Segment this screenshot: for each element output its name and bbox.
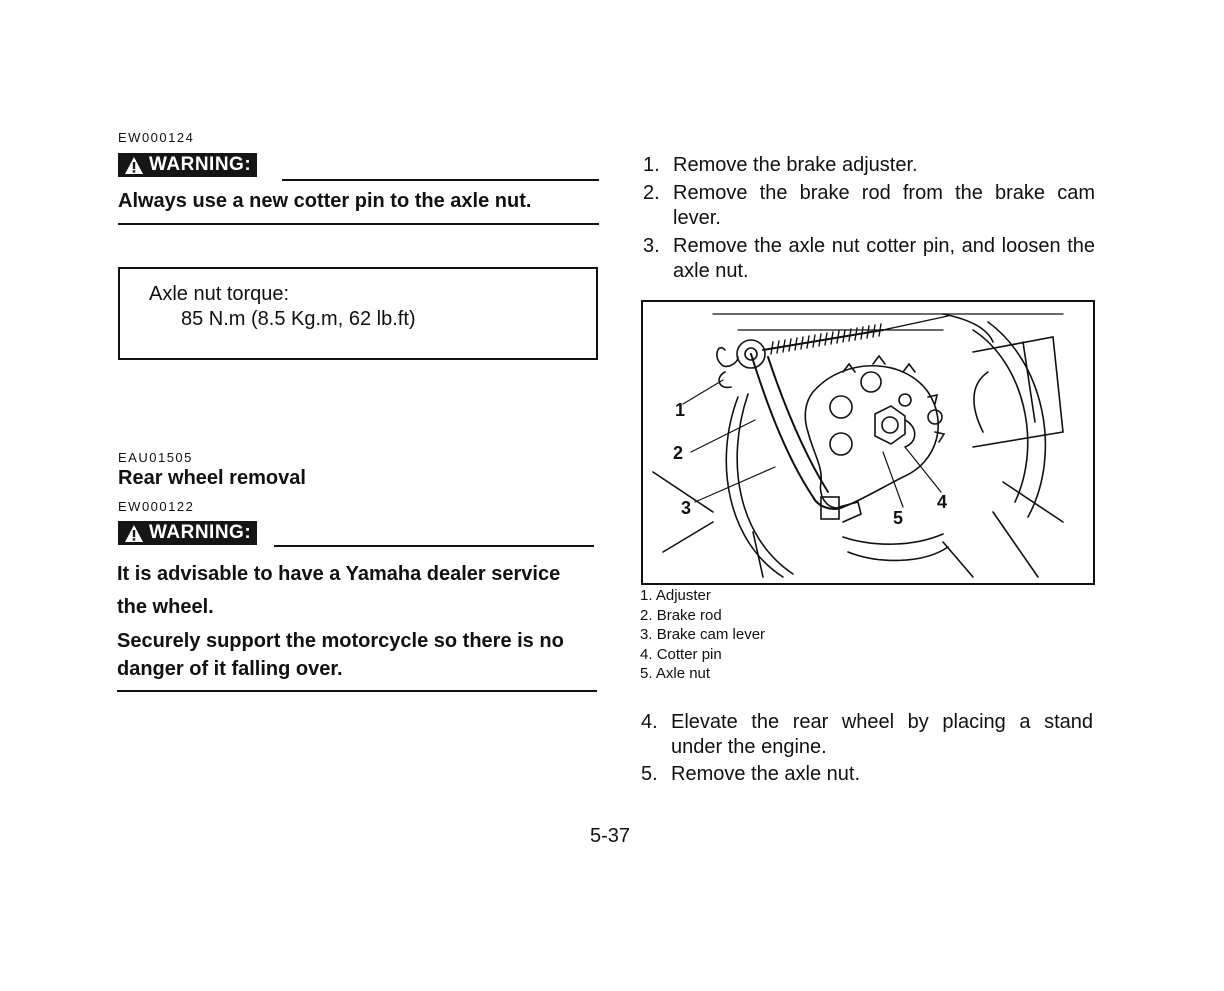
step-item: 2. Remove the brake rod from the brake c… bbox=[643, 182, 1095, 229]
warning-text-2c: Securely support the motorcycle so there… bbox=[117, 630, 564, 652]
step-item: 3. Remove the axle nut cotter pin, and l… bbox=[643, 235, 1095, 282]
callout-2: 2 bbox=[673, 443, 683, 463]
legend-item: 2. Brake rod bbox=[640, 606, 722, 624]
step-item: 1. Remove the brake adjuster. bbox=[643, 154, 918, 176]
step-item: 4. Elevate the rear wheel by placing a s… bbox=[641, 711, 1093, 758]
step-item: 5. Remove the axle nut. bbox=[641, 763, 860, 785]
brake-diagram-drawing: 1 2 3 4 5 bbox=[652, 313, 1064, 578]
brake-diagram: 1 2 3 4 5 bbox=[641, 300, 1095, 585]
warning-triangle-icon bbox=[125, 524, 143, 542]
warning-code-1: EW000124 bbox=[118, 130, 195, 145]
torque-box: Axle nut torque: 85 N.m (8.5 Kg.m, 62 lb… bbox=[118, 267, 598, 360]
warning-underline bbox=[118, 223, 599, 225]
warning-text-2d: danger of it falling over. bbox=[117, 658, 343, 680]
warning-code-2: EW000122 bbox=[118, 499, 195, 514]
warning-triangle-icon bbox=[125, 156, 143, 174]
callout-5: 5 bbox=[893, 508, 903, 528]
callout-1: 1 bbox=[675, 400, 685, 420]
warning-text-2a: It is advisable to have a Yamaha dealer … bbox=[117, 563, 561, 585]
legend-item: 1. Adjuster bbox=[640, 587, 711, 604]
torque-value: 85 N.m (8.5 Kg.m, 62 lb.ft) bbox=[181, 308, 416, 330]
warning-badge-1: WARNING: bbox=[118, 153, 258, 177]
warning-rule bbox=[274, 545, 594, 547]
section-code: EAU01505 bbox=[118, 450, 193, 465]
section-title: Rear wheel removal bbox=[118, 467, 306, 489]
page-number: 5-37 bbox=[590, 825, 631, 847]
legend-item: 4. Cotter pin bbox=[640, 645, 722, 663]
warning-badge-label: WARNING: bbox=[149, 522, 252, 543]
warning-text-1: Always use a new cotter pin to the axle … bbox=[118, 190, 532, 212]
diagram-legend: 1. Adjuster 2. Brake rod 3. Brake cam le… bbox=[640, 586, 765, 684]
warning-text-2b: the wheel. bbox=[117, 596, 214, 618]
legend-item: 3. Brake cam lever bbox=[640, 626, 766, 643]
legend-item: 5. Axle nut bbox=[640, 665, 711, 682]
steps-top: 1. Remove the brake adjuster. 2. Remove … bbox=[643, 153, 1095, 284]
torque-label: Axle nut torque: bbox=[149, 283, 290, 305]
warning-badge-2: WARNING: bbox=[118, 521, 258, 545]
callout-4: 4 bbox=[937, 492, 947, 512]
warning-underline bbox=[117, 690, 597, 692]
callout-3: 3 bbox=[681, 498, 691, 518]
steps-bottom: 4. Elevate the rear wheel by placing a s… bbox=[641, 710, 1093, 787]
warning-badge-label: WARNING: bbox=[149, 154, 252, 175]
warning-rule bbox=[282, 179, 599, 181]
